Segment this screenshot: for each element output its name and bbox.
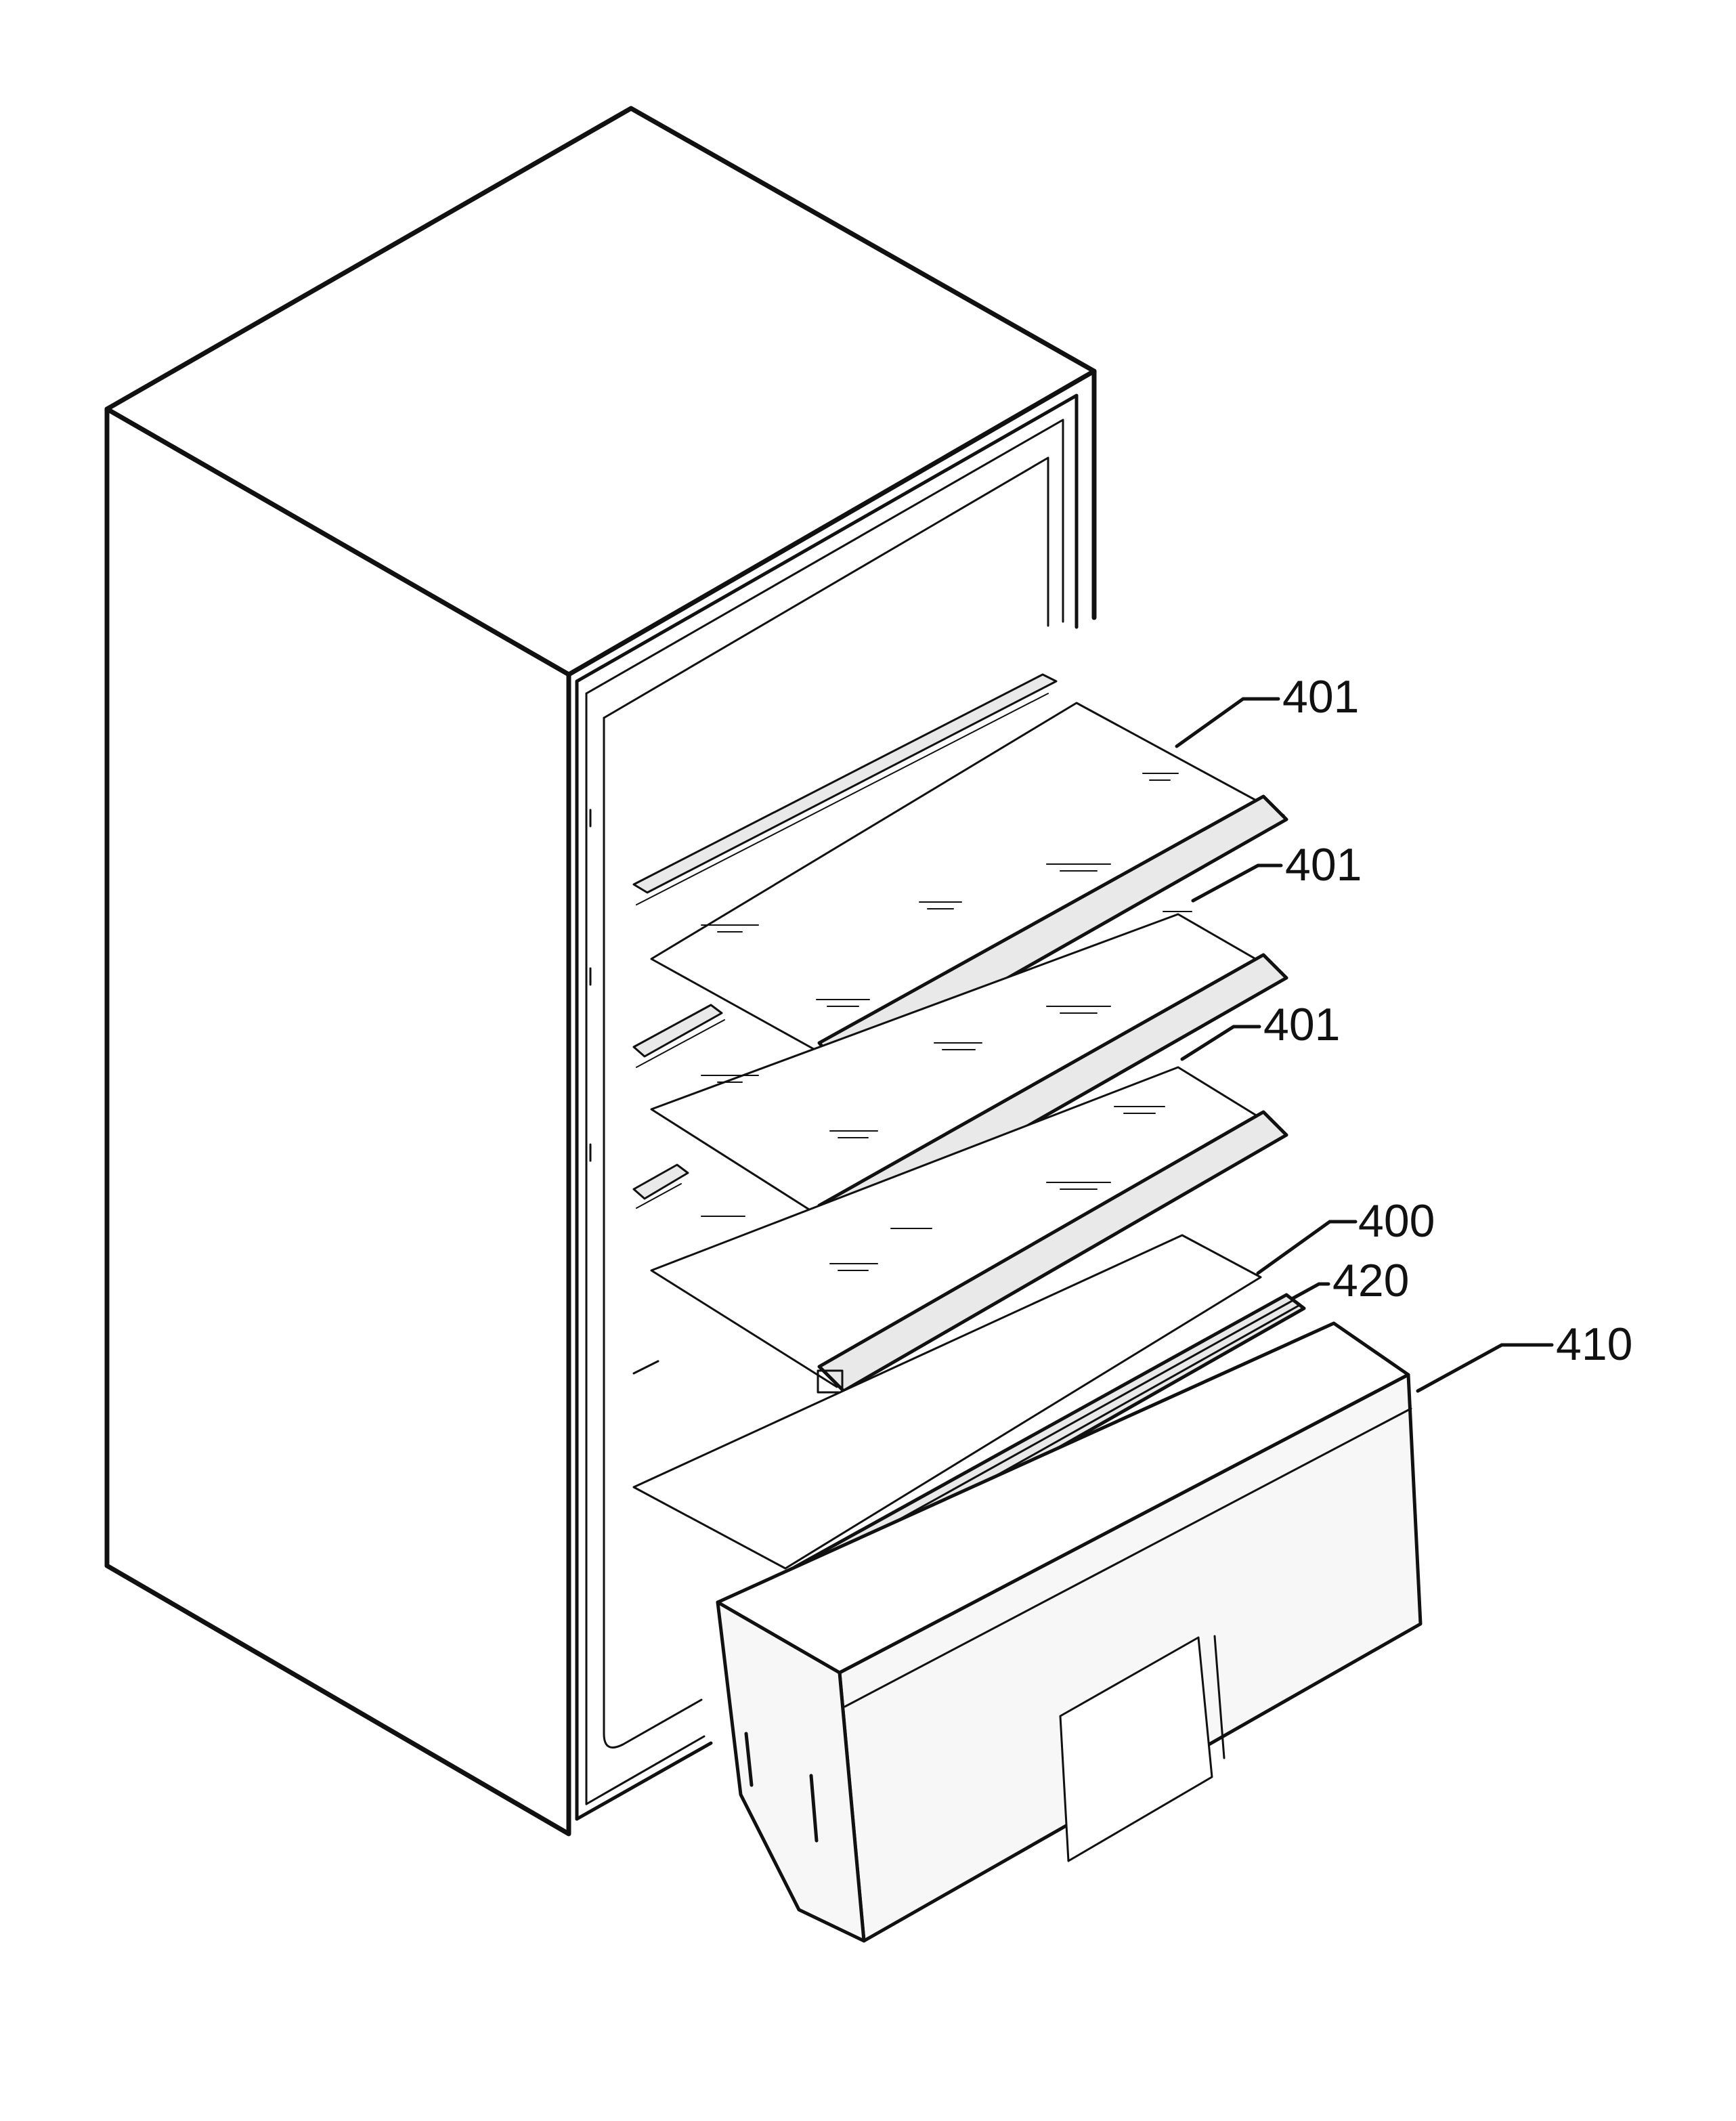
bottom-panel-back-edge bbox=[632, 1360, 659, 1375]
shelf-middle-back-rail-line bbox=[636, 1019, 725, 1068]
label-shelf-middle: 401 bbox=[1285, 839, 1362, 891]
shelf-bottom-back-rail bbox=[632, 1163, 689, 1200]
shelf-top-glass-marks bbox=[701, 773, 1179, 1007]
leader-line-shelf-bottom bbox=[1180, 1025, 1261, 1061]
cabinet-front-frame-inner bbox=[585, 419, 1064, 695]
label-shelf-bottom: 401 bbox=[1263, 999, 1340, 1050]
label-shelf-top: 401 bbox=[1282, 671, 1359, 723]
drawer-handle-divider bbox=[1213, 1635, 1225, 1759]
leader-line-bottom-panel bbox=[1256, 1220, 1358, 1275]
shelf-top-back-rail-line bbox=[636, 693, 1049, 905]
shelf-top-back-rail bbox=[632, 673, 1058, 894]
cabinet-front-frame-outer bbox=[575, 393, 1079, 683]
shelf-middle-glass-marks bbox=[701, 911, 1192, 1138]
shelf-bottom-back-rail-line bbox=[636, 1183, 682, 1209]
bottom-panel bbox=[632, 1234, 1262, 1570]
label-bottom-panel: 400 bbox=[1358, 1195, 1435, 1247]
leader-line-drawer-rail bbox=[1290, 1282, 1330, 1301]
cabinet-frame-bottom-outer bbox=[575, 1741, 713, 1821]
leader-line-shelf-top bbox=[1175, 697, 1280, 748]
drawer-side-slot-2 bbox=[809, 1774, 819, 1843]
leader-line-shelf-middle bbox=[1191, 863, 1283, 903]
drawer-side-face bbox=[716, 1600, 866, 1943]
cabinet-frame-bottom-inner bbox=[585, 1735, 706, 1805]
label-drawer: 410 bbox=[1556, 1319, 1632, 1370]
leader-line-drawer bbox=[1416, 1343, 1554, 1393]
label-drawer-rail: 420 bbox=[1332, 1255, 1409, 1306]
crisper-drawer bbox=[716, 1321, 1423, 1943]
cabinet-liner-inner bbox=[603, 456, 1049, 719]
drawer-front-ridge bbox=[844, 1407, 1412, 1708]
shelf-bottom-front-trim bbox=[817, 1110, 1288, 1393]
refrigerator-cabinet bbox=[104, 106, 1097, 1837]
shelf-bottom bbox=[632, 1066, 1288, 1394]
cabinet-liner-left bbox=[603, 716, 624, 1749]
reference-leaders bbox=[1175, 697, 1554, 1393]
drawer-side-slot-1 bbox=[744, 1732, 754, 1787]
cabinet-side-face bbox=[104, 406, 571, 1837]
shelf-bottom-glass-marks bbox=[701, 1106, 1165, 1271]
bottom-panel-surface bbox=[632, 1234, 1262, 1570]
shelf-bottom-front-cap bbox=[817, 1369, 844, 1394]
cabinet-liner-bottom bbox=[622, 1698, 703, 1746]
reference-numerals: 401 401 401 400 420 410 bbox=[1263, 671, 1632, 1370]
shelf-middle-back-rail bbox=[632, 1004, 723, 1058]
drawer-handle-recess bbox=[1059, 1636, 1213, 1862]
